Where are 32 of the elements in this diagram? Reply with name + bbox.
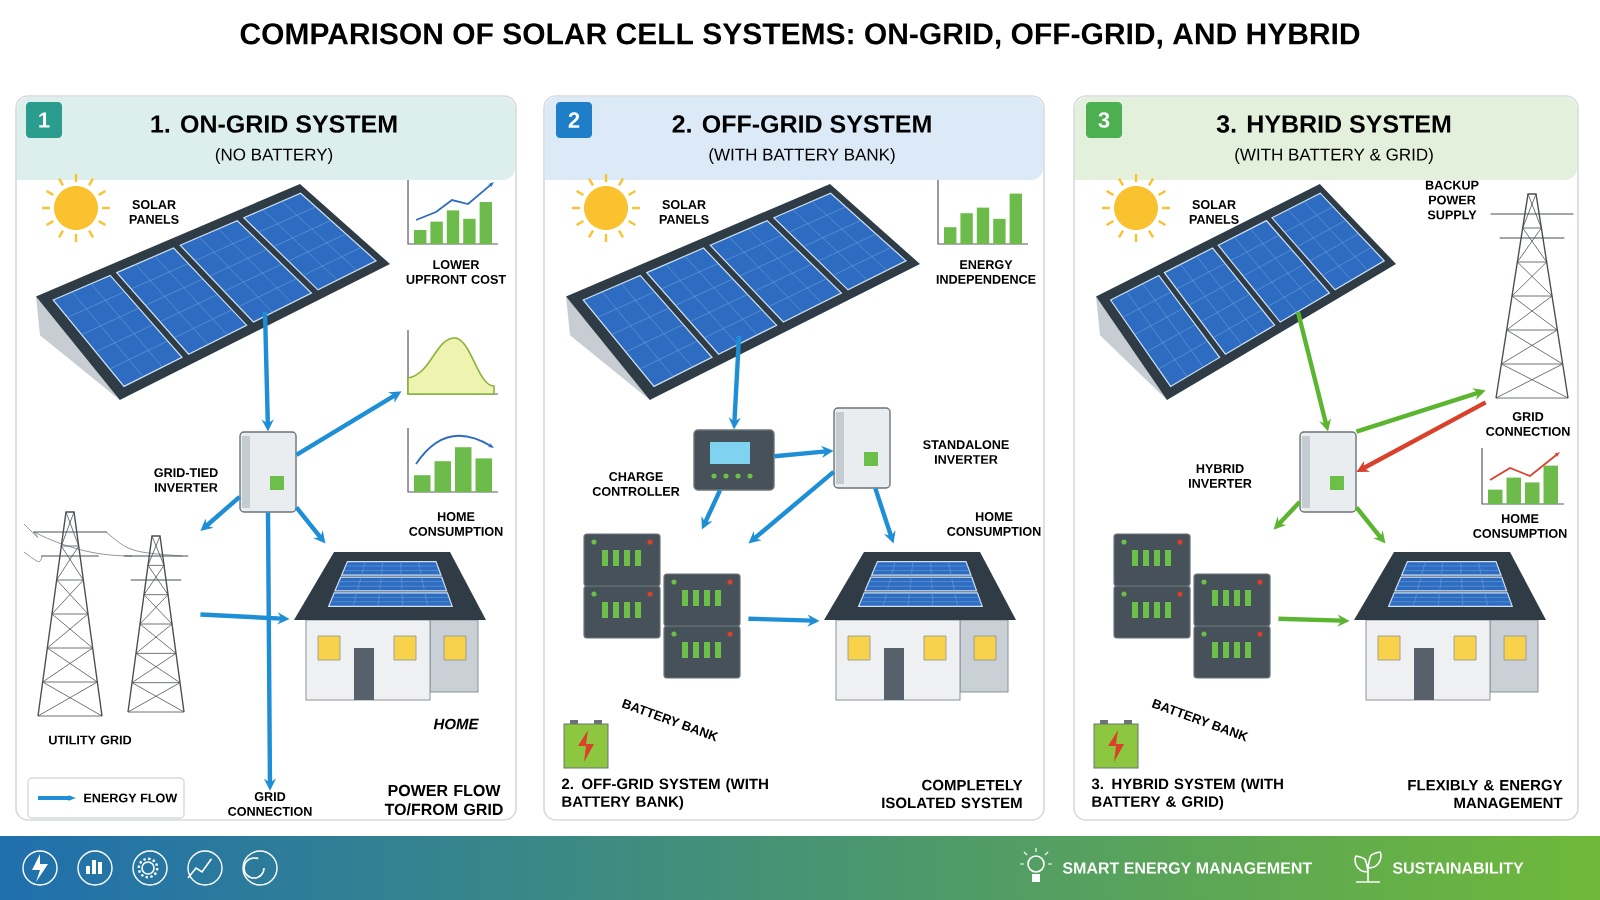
chart-drawing [937,179,1029,245]
panel-subheading: (WITH BATTERY & GRID) [1235,148,1433,164]
panel-heading: 1. ON-GRID SYSTEM [151,115,397,133]
footer-text: SMART ENERGY MANAGEMENT [1062,862,1312,874]
house-drawing [294,552,486,701]
title: COMPARISON OF SOLAR CELL SYSTEMS: ON-GRID, OFF-GRID, AND HYBRID [240,23,1360,49]
transmission-tower-drawing [23,511,189,717]
number-badge: 1 [26,102,62,138]
solar-panel-drawing [36,184,390,400]
solar-panel-drawing [566,184,920,400]
charge-controller-drawing [693,429,775,491]
panel-subheading: (WITH BATTERY BANK) [709,148,895,164]
transmission-tower-drawing [1490,193,1574,399]
number-badge: 2 [556,102,592,138]
chart-drawing [407,179,499,245]
inverter-drawing [239,431,297,513]
house-drawing [824,552,1016,701]
battery-bank-drawing [1113,533,1271,679]
footer-text: SUSTAINABILITY [1392,862,1524,874]
panel-heading: 3. HYBRID SYSTEM [1216,115,1451,133]
panel-heading: 2. OFF-GRID SYSTEM [672,115,931,133]
inverter-drawing [1299,431,1357,513]
house-drawing [1354,552,1546,701]
chart-drawing [407,329,499,395]
panel-subheading: (NO BATTERY) [215,148,333,164]
chart-drawing [1481,447,1565,505]
battery-bank-drawing [583,533,741,679]
number-badge: 3 [1086,102,1122,138]
inverter-drawing [833,407,891,489]
chart-drawing [407,427,499,493]
caption-text: POWER FLOW TO/FROM GRID [384,784,503,816]
solar-panel-drawing [1096,184,1396,400]
